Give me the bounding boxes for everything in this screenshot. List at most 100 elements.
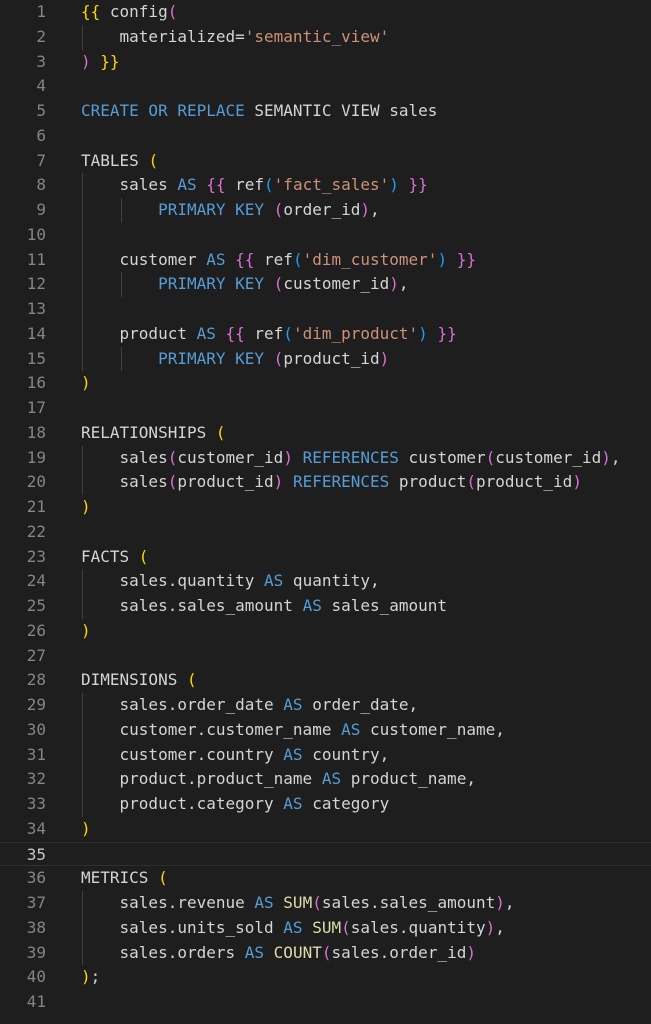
code-line[interactable]: 1{{ config( — [0, 0, 651, 25]
code-line[interactable]: 11 customer AS {{ ref('dim_customer') }} — [0, 248, 651, 273]
code-line[interactable]: 15 PRIMARY KEY (product_id) — [0, 347, 651, 372]
line-number: 29 — [26, 695, 46, 714]
code-line[interactable]: 12 PRIMARY KEY (customer_id), — [0, 272, 651, 297]
code-text: customer.customer_name AS customer_name, — [81, 718, 505, 743]
code-line[interactable]: 29 sales.order_date AS order_date, — [0, 693, 651, 718]
code-text: product AS {{ ref('dim_product') }} — [81, 322, 457, 347]
code-token: FACTS — [81, 546, 139, 566]
code-line[interactable]: 31 customer.country AS country, — [0, 743, 651, 768]
line-number: 37 — [26, 893, 46, 912]
code-token: product.category — [81, 794, 284, 813]
code-line[interactable]: 39 sales.orders AS COUNT(sales.order_id) — [0, 941, 651, 966]
code-line[interactable]: 19 sales(customer_id) REFERENCES custome… — [0, 446, 651, 471]
line-number: 23 — [26, 546, 46, 566]
code-line[interactable]: 34) — [0, 817, 651, 842]
code-token: PRIMARY KEY — [158, 274, 265, 294]
code-text: sales(customer_id) REFERENCES customer(c… — [81, 446, 621, 471]
code-token: ref — [244, 323, 284, 343]
code-line[interactable]: 23 FACTS ( — [0, 545, 651, 570]
code-line[interactable]: 37 sales.revenue AS SUM(sales.sales_amou… — [0, 891, 651, 916]
line-number: 5 — [36, 101, 46, 120]
line-number: 19 — [26, 447, 46, 467]
code-token: ( — [273, 200, 284, 219]
code-line[interactable]: 30 customer.customer_name AS customer_na… — [0, 718, 651, 743]
line-number: 22 — [26, 521, 46, 541]
code-line[interactable]: 38 sales.units_sold AS SUM(sales.quantit… — [0, 916, 651, 941]
code-token: ) — [601, 447, 611, 467]
code-token: AS — [302, 596, 322, 615]
line-number: 21 — [26, 497, 46, 516]
code-line[interactable]: 40); — [0, 965, 651, 990]
code-line[interactable]: 14 product AS {{ ref('dim_product') }} — [0, 322, 651, 347]
code-token: sales.quantity — [350, 917, 486, 937]
code-token: ( — [167, 472, 178, 492]
indent-guide — [82, 891, 83, 966]
code-text: sales.orders AS COUNT(sales.order_id) — [81, 941, 476, 966]
code-token: {{ — [225, 323, 245, 343]
code-token: ) — [273, 472, 284, 492]
code-line[interactable]: 22 — [0, 520, 651, 545]
code-line[interactable]: 4 — [0, 74, 651, 99]
code-line[interactable]: 6 — [0, 124, 651, 149]
code-line[interactable]: 20 sales(product_id) REFERENCES product(… — [0, 470, 651, 495]
code-token: ( — [186, 670, 197, 690]
code-line[interactable]: 16) — [0, 371, 651, 396]
code-text: ) — [81, 619, 91, 644]
code-token: ) — [81, 967, 91, 987]
code-token: ( — [215, 422, 226, 442]
code-token: AS — [283, 695, 303, 714]
code-text: sales.revenue AS SUM(sales.sales_amount)… — [81, 891, 515, 916]
code-token: SEMANTIC VIEW sales — [244, 101, 438, 120]
code-token: PRIMARY KEY — [158, 348, 265, 368]
code-token: product_name, — [341, 769, 476, 789]
code-line[interactable]: 35 — [0, 841, 651, 867]
code-line[interactable]: 33 product.category AS category — [0, 792, 651, 817]
code-line[interactable]: 13 — [0, 297, 651, 322]
code-token: RELATIONSHIPS — [81, 422, 216, 442]
indent-guide — [82, 445, 83, 495]
code-line[interactable]: 27 — [0, 644, 651, 669]
code-line[interactable]: 10 — [0, 223, 651, 248]
code-token: product_id — [177, 472, 274, 492]
indent-guide — [82, 569, 83, 619]
code-text: ) — [81, 817, 91, 842]
code-token: ( — [264, 175, 274, 195]
code-line[interactable]: 8 sales AS {{ ref('fact_sales') }} — [0, 173, 651, 198]
code-line[interactable]: 17 — [0, 396, 651, 421]
code-line[interactable]: 3) }} — [0, 50, 651, 75]
code-line[interactable]: 25 sales.sales_amount AS sales_amount — [0, 594, 651, 619]
code-token: customer_name, — [360, 719, 505, 739]
code-line[interactable]: 9 PRIMARY KEY (order_id), — [0, 198, 651, 223]
code-line[interactable]: 5 CREATE OR REPLACE SEMANTIC VIEW sales — [0, 99, 651, 124]
code-token: AS — [264, 571, 284, 591]
code-token: SUM — [283, 893, 313, 912]
indent-guide — [82, 173, 83, 372]
code-line[interactable]: 26) — [0, 619, 651, 644]
code-text: customer.country AS country, — [81, 743, 390, 768]
code-token: ( — [292, 249, 303, 269]
code-token: ; — [90, 967, 101, 987]
code-text: CREATE OR REPLACE SEMANTIC VIEW sales — [81, 99, 437, 124]
code-token: ) — [466, 942, 476, 962]
code-text: sales.units_sold AS SUM(sales.quantity), — [81, 916, 505, 941]
code-token — [447, 250, 457, 269]
code-line[interactable]: 32 product.product_name AS product_name, — [0, 767, 651, 792]
code-line[interactable]: 2 materialized='semantic_view' — [0, 25, 651, 50]
code-token: }} — [456, 249, 476, 269]
code-token: AS — [321, 769, 342, 789]
code-line[interactable]: 41 — [0, 990, 651, 1015]
code-token: ) — [389, 175, 399, 195]
line-number: 28 — [26, 670, 46, 690]
code-token — [264, 943, 274, 962]
code-token: }} — [408, 175, 428, 195]
code-text: FACTS ( — [81, 545, 148, 570]
code-token: AS — [196, 323, 216, 343]
code-line[interactable]: 24 sales.quantity AS quantity, — [0, 569, 651, 594]
code-token: AS — [206, 249, 226, 269]
code-line[interactable]: 21) — [0, 495, 651, 520]
